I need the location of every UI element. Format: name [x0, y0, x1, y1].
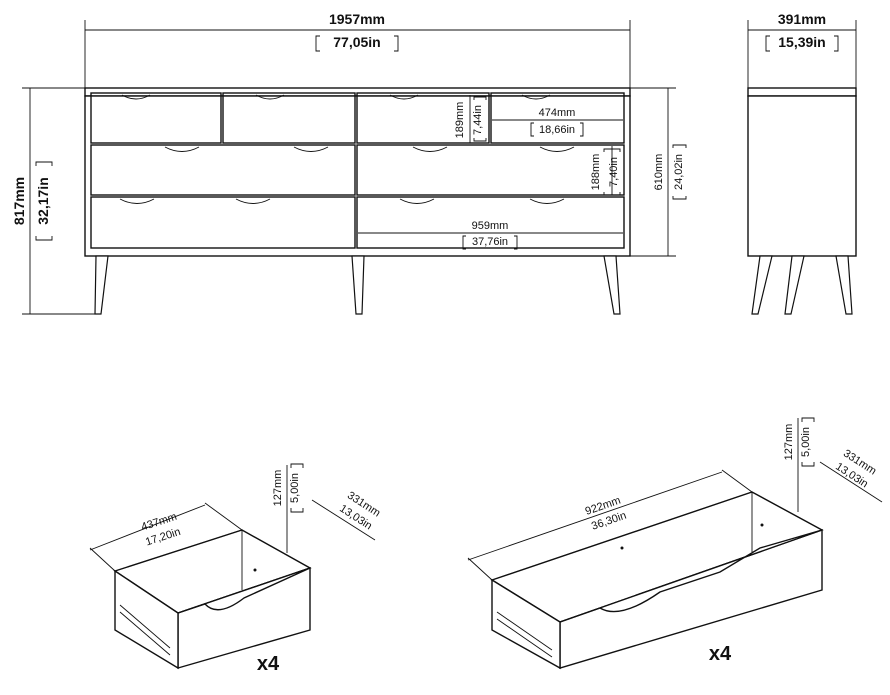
height-mm: 817mm [11, 177, 27, 225]
large-drawer-height-mm: 127mm [783, 424, 795, 461]
front-view: 1957mm 77,05in [11, 11, 687, 315]
large-drawer-width-line [467, 471, 723, 561]
drawer-front-3 [356, 92, 490, 144]
body-height-in: 24,02in [673, 154, 685, 190]
small-drawer-depth-line [311, 499, 376, 541]
small-drawer-width-in: 18,66in [539, 124, 575, 136]
drawer-front-6 [356, 144, 625, 196]
large-drawer-quantity: x4 [709, 643, 732, 665]
drawer-front-5 [90, 144, 356, 196]
depth-in-brackets [765, 35, 839, 52]
large-drawer-height-brackets [801, 417, 815, 467]
front-leg-left [94, 255, 109, 315]
small-drawer-height-in-brackets [473, 96, 487, 142]
body-height-in-brackets [672, 144, 687, 200]
overall-width-mm: 1957mm [329, 11, 385, 27]
large-drawer-side-panel [491, 578, 561, 670]
drawer-handles [119, 94, 575, 204]
large-drawer-height-mm: 188mm [590, 154, 602, 191]
small-drawer-screw [253, 568, 257, 572]
side-view: 391mm 15,39in [747, 11, 857, 315]
large-drawer-width-in: 37,76in [472, 236, 508, 248]
small-drawer-view: 437mm 17,20in 127mm 5,00in 331mm 13,03in… [89, 463, 382, 675]
side-body [747, 95, 857, 257]
small-drawer-handle-cutout [177, 567, 311, 614]
drawer-front-4 [490, 92, 625, 144]
small-drawer-width-line [89, 504, 206, 551]
large-drawer-width-ext-l [467, 557, 493, 581]
drawer-front-8 [356, 196, 625, 249]
front-leg-right [603, 255, 621, 315]
depth-in: 15,39in [778, 34, 825, 50]
small-drawer-height-brackets [290, 463, 304, 513]
side-leg-left [751, 255, 773, 315]
small-drawer-height-in: 7,44in [472, 105, 484, 135]
small-drawer-quantity: x4 [257, 653, 280, 675]
overall-width-in: 77,05in [333, 34, 380, 50]
large-drawer-view: 922mm 36,30in 127mm 5,00in 331mm 13,03in… [467, 417, 883, 670]
large-drawer-width-ext-r [721, 469, 753, 493]
small-drawer-runner [119, 604, 171, 656]
large-drawer-screw-2 [760, 523, 764, 527]
depth-mm: 391mm [778, 11, 826, 27]
small-drawer-height-in: 5,00in [289, 473, 301, 503]
drawer-front-1 [90, 92, 222, 144]
side-top [747, 87, 857, 97]
large-drawer-runner [496, 611, 553, 658]
body-height-mm: 610mm [653, 154, 665, 191]
height-in-brackets [35, 161, 53, 241]
overall-width-in-brackets [315, 35, 399, 52]
small-drawer-side-panel [114, 569, 179, 670]
small-drawer-height-mm: 189mm [454, 102, 466, 139]
large-drawer-handle-cutout [559, 529, 823, 623]
small-drawer-width-mm: 474mm [539, 107, 576, 119]
large-drawer-width-mm: 959mm [472, 220, 509, 232]
side-leg-middle [784, 255, 805, 315]
large-drawer-height-in-brackets [603, 148, 621, 196]
small-drawer-width-ext-l [89, 547, 116, 572]
small-drawer-width-ext-r [204, 502, 243, 531]
drawer-front-7 [90, 196, 356, 249]
small-drawer-width-in-brackets [530, 122, 584, 137]
small-drawer-height-mm: 127mm [272, 470, 284, 507]
side-leg-right [835, 255, 853, 315]
large-drawer-width-in-brackets [462, 235, 518, 250]
large-drawer-depth-line [819, 461, 883, 503]
large-drawer-screw-1 [620, 546, 624, 550]
large-drawer-height-in: 5,00in [800, 427, 812, 457]
large-drawer-height-in: 7,40in [608, 157, 620, 187]
front-leg-middle [351, 255, 365, 315]
drawer-front-2 [222, 92, 356, 144]
height-in: 32,17in [35, 177, 51, 224]
